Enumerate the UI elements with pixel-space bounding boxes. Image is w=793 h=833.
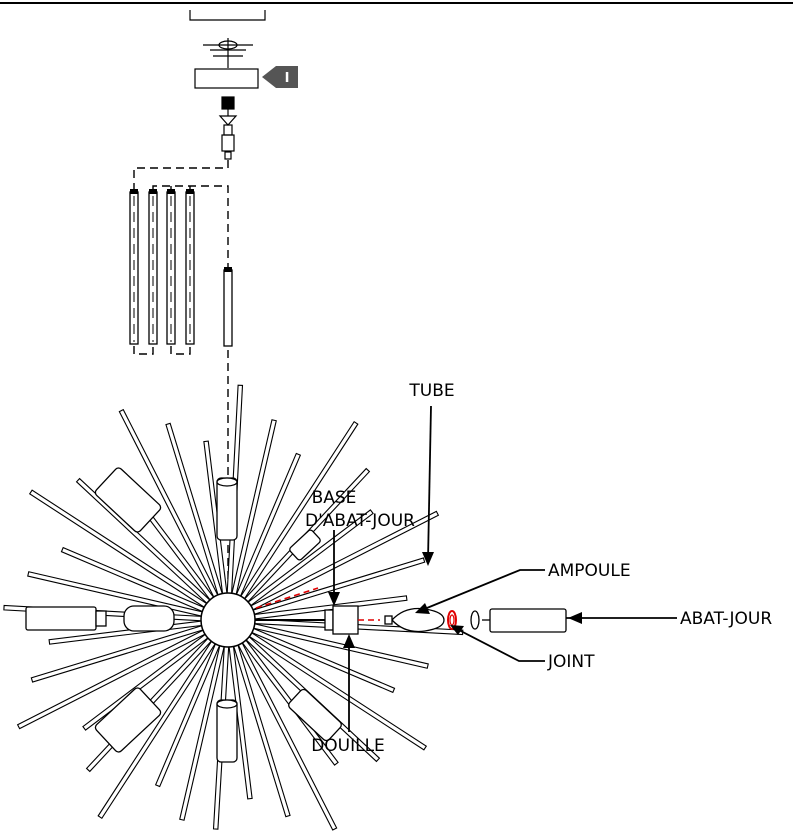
bulb-part: [391, 607, 445, 633]
central-sphere: [200, 592, 256, 648]
ampoule-leader: [421, 569, 545, 611]
step-marker: I: [262, 66, 298, 88]
exploded-light-assembly: [255, 605, 567, 635]
ceiling: [0, 2, 793, 21]
spike: [85, 623, 225, 773]
socket-part: [332, 605, 359, 635]
extension-rods: [129, 189, 233, 347]
tube-leader: [427, 405, 432, 561]
label-base-line2: D'ABAT-JOUR: [305, 511, 415, 531]
joint-leader: [454, 627, 545, 662]
shade-left: [25, 606, 97, 631]
label-abat-jour: ABAT-JOUR: [680, 609, 772, 629]
label-ampoule: AMPOULE: [548, 561, 631, 581]
shade-upper-left: [94, 467, 162, 533]
ring-part: [470, 610, 480, 630]
arrowheads: [328, 552, 582, 648]
dashed-connectors: [133, 160, 229, 590]
shade-upper-right: [289, 529, 321, 561]
mounted-shades: [25, 467, 342, 763]
step-marker-label: I: [285, 71, 290, 86]
shade-bottom: [216, 699, 238, 763]
sputnik-spikes: [3, 384, 464, 831]
leader-lines: [333, 405, 677, 732]
shade-base-part: [324, 609, 334, 631]
shade-lower-left: [94, 687, 162, 753]
label-base: BASE: [312, 488, 357, 508]
joint-part: [447, 610, 457, 630]
canopy-assembly: [194, 38, 259, 160]
label-douille: DOUILLE: [311, 736, 385, 756]
shade-part: [489, 608, 567, 633]
label-tube: TUBE: [408, 381, 454, 401]
shade-lower-right: [288, 688, 342, 742]
step-marker-arrow: [262, 66, 298, 88]
socket-left: [123, 605, 175, 632]
shade-top: [216, 477, 238, 541]
label-joint: JOINT: [547, 652, 595, 672]
rod-5: [223, 269, 233, 347]
red-dashed-hints: [255, 587, 380, 621]
